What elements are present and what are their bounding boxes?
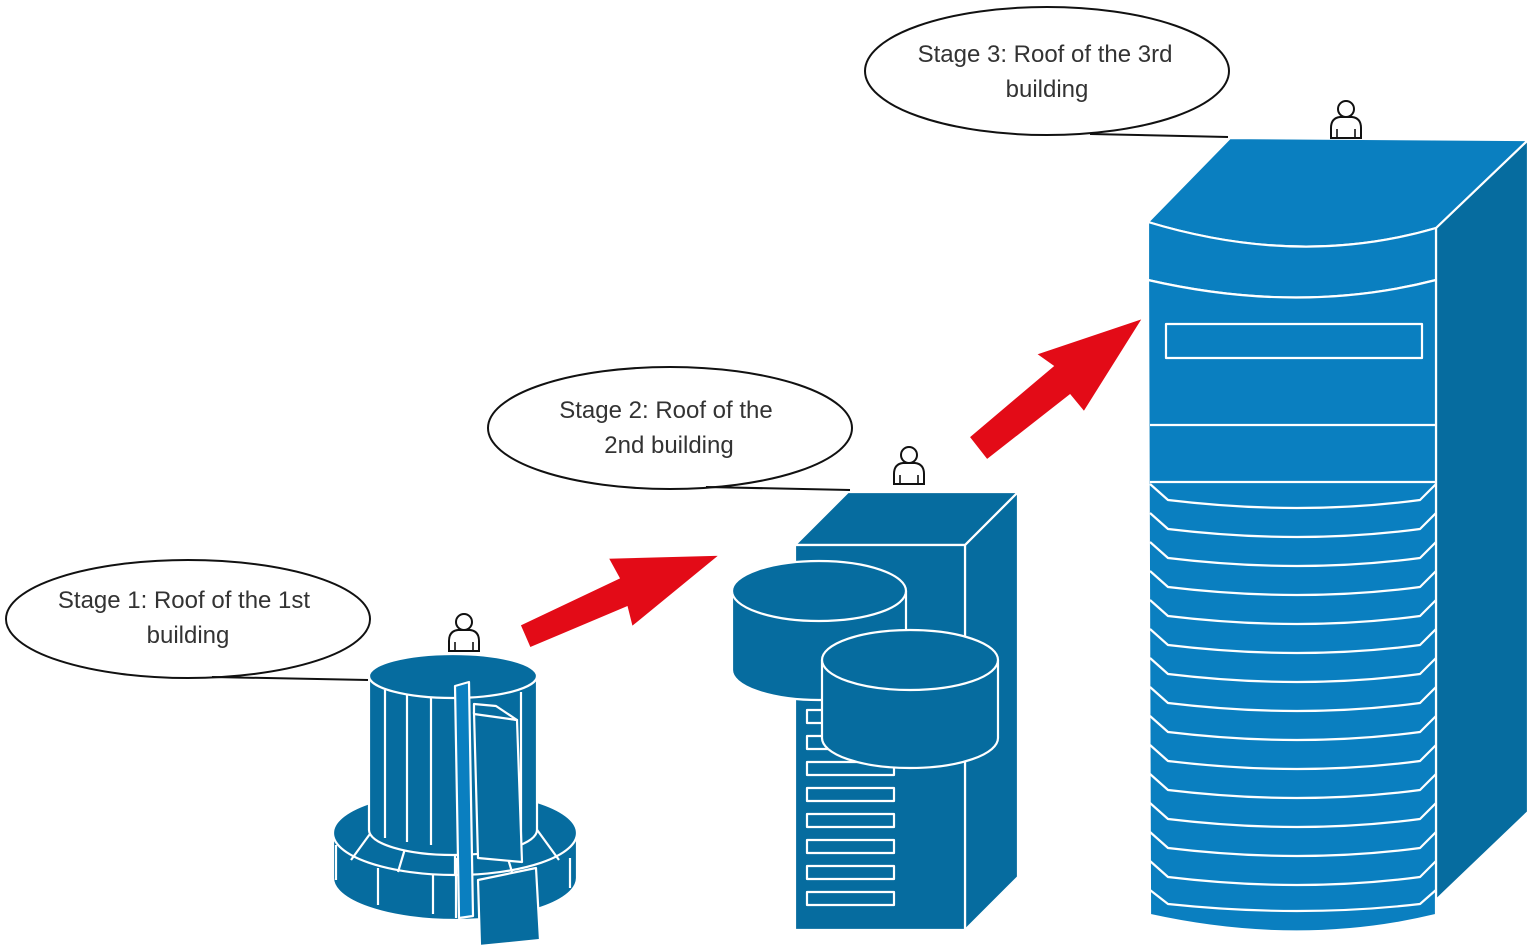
person-icon	[1330, 100, 1362, 139]
building-3	[1146, 136, 1530, 933]
server-blades	[1149, 483, 1437, 913]
person-icon	[893, 446, 925, 485]
person-icon	[448, 613, 480, 652]
speech-bubble-stage-3: Stage 3: Roof of the 3rd building	[864, 6, 1230, 138]
speech-bubble-stage-1: Stage 1: Roof of the 1st building	[5, 559, 371, 681]
arrow-right-up-icon	[519, 554, 723, 649]
stage-2-label-line1: Stage 2: Roof of the	[559, 397, 772, 424]
stage-3-label-line2: building	[1006, 76, 1089, 103]
building-1	[331, 652, 579, 948]
arrow-right-up-icon	[967, 316, 1145, 462]
stage-3-label-line1: Stage 3: Roof of the 3rd	[918, 41, 1173, 68]
stage-2-label-line2: 2nd building	[604, 432, 733, 459]
stage-1-label-line2: building	[147, 622, 230, 649]
stage-1-label-line1: Stage 1: Roof of the 1st	[58, 587, 310, 614]
speech-bubble-stage-2: Stage 2: Roof of the 2nd building	[487, 366, 853, 491]
building-2	[730, 490, 1020, 932]
